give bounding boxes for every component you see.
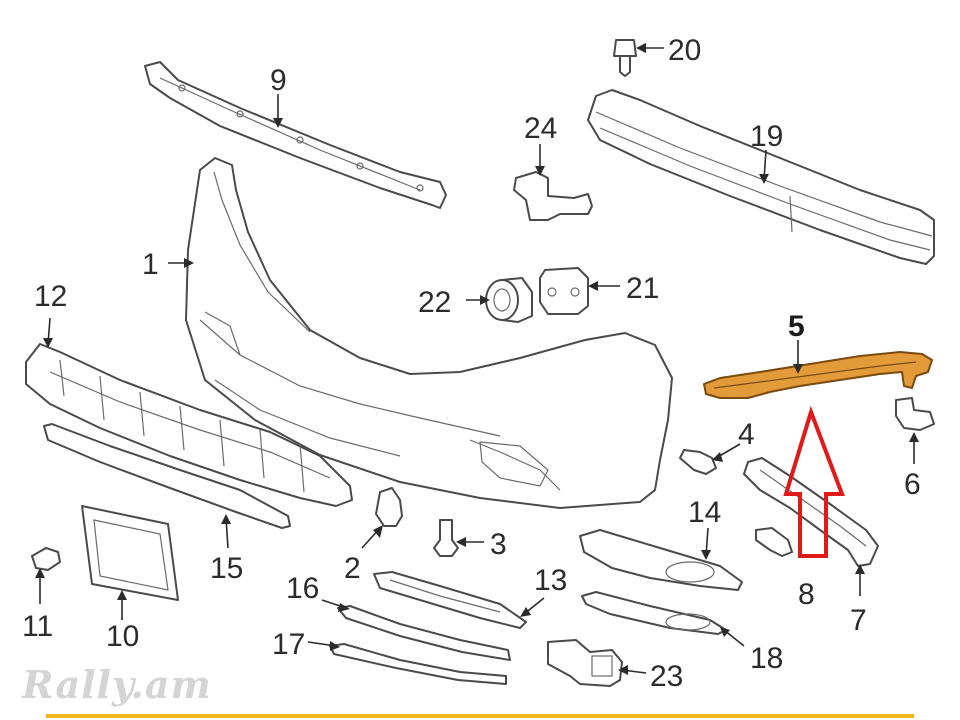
label-17: 17	[272, 628, 305, 661]
label-6: 6	[904, 468, 921, 501]
label-12: 12	[34, 280, 67, 313]
part-17-trim	[329, 643, 507, 685]
label-20: 20	[668, 34, 701, 67]
part-7-side-bracket	[743, 457, 879, 567]
label-2: 2	[344, 552, 361, 585]
part-22-sensor	[485, 277, 533, 323]
part-5-highlighted-bracket	[703, 351, 933, 399]
part-18-fog-bezel	[581, 591, 727, 635]
label-8: 8	[798, 578, 815, 611]
part-4-screw	[679, 449, 717, 475]
label-11: 11	[22, 610, 53, 643]
leader-arrowheads	[35, 43, 919, 675]
red-callout-arrow	[783, 405, 845, 558]
part-12-grille	[25, 343, 353, 507]
label-4: 4	[738, 418, 755, 451]
part-19-reinforcement-beam	[587, 89, 935, 265]
part-20-bolt	[613, 39, 637, 77]
part-23-connector	[547, 639, 623, 687]
part-6-clip	[895, 397, 935, 431]
part-1-bumper-face	[185, 157, 673, 509]
label-18: 18	[750, 642, 783, 675]
part-24-bracket	[513, 171, 593, 221]
label-15: 15	[210, 552, 243, 585]
part-labels: 9 1 24 20 19 22 21 5 4 6 12 15 2 3 14 13…	[22, 34, 921, 693]
label-22: 22	[418, 286, 451, 319]
label-14: 14	[688, 496, 721, 529]
part-11-screw	[31, 547, 61, 571]
label-5: 5	[788, 310, 805, 343]
label-21: 21	[626, 272, 659, 305]
part-9-retainer	[144, 61, 447, 209]
watermark-logo: Rally.am	[22, 662, 212, 707]
part-16-trim	[337, 605, 511, 661]
part-14-fog-bezel	[579, 529, 743, 591]
label-24: 24	[524, 112, 557, 145]
label-10: 10	[106, 620, 139, 653]
part-8-screw	[755, 527, 793, 557]
label-19: 19	[750, 120, 783, 153]
part-2-clip	[375, 487, 403, 527]
label-9: 9	[270, 64, 287, 97]
label-16: 16	[286, 572, 319, 605]
part-10-license-bracket	[81, 505, 179, 601]
part-13-lower-grille	[373, 571, 527, 629]
label-7: 7	[850, 604, 867, 637]
part-3-bolt	[433, 519, 459, 557]
part-21-sensor-bracket	[539, 267, 589, 315]
label-13: 13	[534, 564, 567, 597]
label-3: 3	[490, 528, 507, 561]
label-1: 1	[142, 248, 159, 281]
label-23: 23	[650, 660, 683, 693]
part-15-lower-strip	[43, 423, 291, 529]
bottom-rule	[46, 714, 914, 718]
